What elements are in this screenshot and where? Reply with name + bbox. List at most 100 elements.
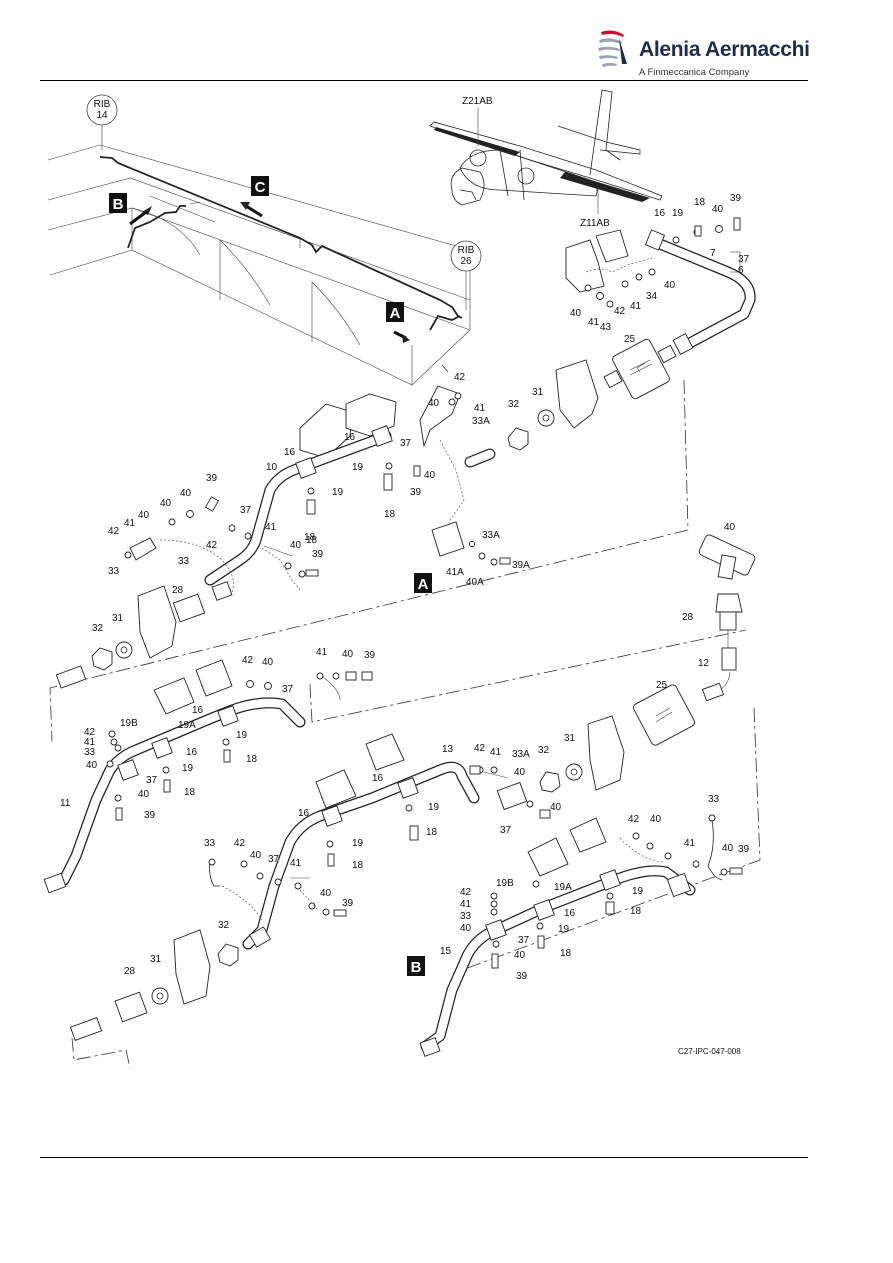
callout-c36: 40: [138, 510, 150, 521]
callout-c19: 33A: [472, 416, 490, 427]
callout-c116: 40: [460, 923, 472, 934]
callout-c70: 40: [86, 760, 98, 771]
detail-b-assembly: B C27-IPC-047-008: [407, 814, 743, 1057]
header-rule: [40, 80, 808, 81]
callout-c22: 31: [532, 387, 544, 398]
company-logo: Alenia Aermacchi A Finmeccanica Company: [597, 26, 810, 82]
rib14-label-top: RIB: [94, 99, 111, 110]
callout-c39: 41: [124, 518, 136, 529]
callout-c51: 28: [172, 585, 184, 596]
callout-c28: 18: [384, 509, 396, 520]
callout-c123: 18: [560, 948, 572, 959]
view-c-marker: C: [240, 176, 269, 218]
callout-c5: 39: [730, 193, 742, 204]
callout-c94: 18: [352, 860, 364, 871]
callout-c18: 41: [474, 403, 486, 414]
figure-reference: C27-IPC-047-008: [678, 1047, 741, 1056]
callout-c67: 42: [84, 727, 96, 738]
callout-c54: 40: [724, 522, 736, 533]
callout-c3: 18: [694, 197, 706, 208]
brand-subtitle: A Finmeccanica Company: [639, 67, 750, 78]
callout-c95: 33: [204, 838, 216, 849]
callout-c45: 39: [312, 549, 324, 560]
callout-c73: 18: [246, 754, 258, 765]
callout-c80: 13: [442, 744, 454, 755]
callout-c68: 41: [84, 737, 96, 748]
callout-c42: 42: [206, 540, 218, 551]
callout-c43: 41: [265, 522, 277, 533]
callout-c122: 40: [514, 950, 526, 961]
callout-c89: 18: [426, 827, 438, 838]
callout-c17: 42: [454, 372, 466, 383]
callout-c12: 42: [614, 306, 626, 317]
svg-text:B: B: [113, 196, 124, 213]
callout-c49: 40A: [466, 577, 484, 588]
detail-a-assembly: A: [49, 359, 689, 741]
callout-c1: 16: [654, 208, 666, 219]
callout-c20: 40: [428, 398, 440, 409]
callout-c37: 37: [240, 505, 252, 516]
callout-c82: 41: [490, 747, 502, 758]
callout-c109: 40: [722, 843, 734, 854]
callout-c21: 32: [508, 399, 520, 410]
callout-c104: 28: [124, 966, 136, 977]
callout-c63: 37: [282, 684, 294, 695]
callout-c125: 39: [516, 971, 528, 982]
callout-c6: 37: [738, 254, 750, 265]
detail-right-fittings: [461, 534, 761, 971]
callout-c99: 41: [290, 858, 302, 869]
callout-c114: 41: [460, 899, 472, 910]
callout-c120: 37: [518, 935, 530, 946]
callout-c71: 16: [186, 747, 198, 758]
callout-c14: 41: [588, 317, 600, 328]
callout-c110: 39: [738, 844, 750, 855]
callout-c111: 19B: [496, 878, 514, 889]
callout-c15: 43: [600, 322, 612, 333]
callout-c119: 18: [630, 906, 642, 917]
callout-c102: 32: [218, 920, 230, 931]
callout-c35: 40: [160, 498, 172, 509]
callout-c72: 19: [236, 730, 248, 741]
rib26-label-top: RIB: [458, 245, 475, 256]
view-a-label: A: [414, 573, 432, 593]
callout-c10: 34: [646, 291, 658, 302]
callout-c62: 39: [364, 650, 376, 661]
callout-c29: 16: [284, 447, 296, 458]
callout-c34: 40: [180, 488, 192, 499]
callout-c56: 12: [698, 658, 710, 669]
callout-c24: 37: [400, 438, 412, 449]
callout-c96: 42: [234, 838, 246, 849]
callout-c23: 16: [344, 432, 356, 443]
callout-c38: 42: [108, 526, 120, 537]
view-a-marker: A: [386, 302, 410, 343]
callout-c93: 19: [352, 838, 364, 849]
callout-c98: 37: [268, 854, 280, 865]
callout-c46: 18: [304, 532, 316, 543]
callout-c52: 32: [92, 623, 104, 634]
callout-c53: 31: [112, 613, 124, 624]
callout-c77: 18: [184, 787, 196, 798]
callout-c101: 39: [342, 898, 354, 909]
callout-c8: 7: [710, 248, 716, 259]
callout-c103: 31: [150, 954, 162, 965]
callout-c106: 42: [628, 814, 640, 825]
callout-c97: 40: [250, 850, 262, 861]
callout-c90: 16: [298, 808, 310, 819]
callout-c107: 40: [650, 814, 662, 825]
aircraft-locator: Z21AB Z11AB: [429, 89, 663, 229]
callout-c124: 15: [440, 946, 452, 957]
callout-c117: 16: [564, 908, 576, 919]
callout-c48: 41A: [446, 567, 464, 578]
callout-c11: 41: [630, 301, 642, 312]
callout-c121: 19: [558, 924, 570, 935]
callout-c108: 41: [684, 838, 696, 849]
callout-c57: 25: [656, 680, 668, 691]
callout-c32: 18: [306, 535, 318, 546]
callout-c40: 33: [108, 566, 120, 577]
callout-c76: 40: [138, 789, 150, 800]
callout-c27: 39: [410, 487, 422, 498]
filter-25-top: [603, 338, 677, 400]
callout-c84: 40: [514, 767, 526, 778]
